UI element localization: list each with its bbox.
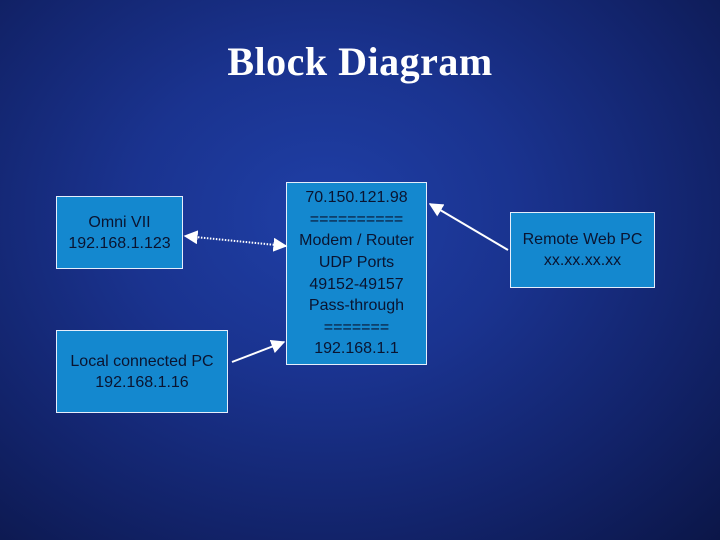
- remote-pc-name: Remote Web PC: [522, 231, 643, 248]
- omni-vii-box: Omni VII 192.168.1.123: [56, 196, 183, 269]
- arrow-router-to-omni: [183, 230, 288, 252]
- router-port-range: 49152-49157: [309, 275, 404, 293]
- router-public-ip: 70.150.121.98: [305, 189, 408, 207]
- remote-web-pc-box: Remote Web PC xx.xx.xx.xx: [510, 212, 655, 288]
- router-name: Modem / Router: [299, 232, 414, 250]
- omni-vii-ip: 192.168.1.123: [68, 234, 171, 252]
- router-separator-bottom: =======: [323, 318, 390, 336]
- local-pc-name: Local connected PC: [70, 352, 214, 370]
- router-udp-label: UDP Ports: [318, 253, 395, 271]
- arrow-remote-to-router: [428, 203, 509, 251]
- slide-title: Block Diagram: [227, 39, 493, 84]
- local-pc-box: Local connected PC 192.168.1.16: [56, 330, 228, 413]
- remote-pc-ip: xx.xx.xx.xx: [543, 252, 622, 269]
- modem-router-box: 70.150.121.98 ========== Modem / Router …: [286, 182, 427, 365]
- local-pc-ip: 192.168.1.16: [95, 373, 189, 391]
- omni-vii-name: Omni VII: [88, 213, 151, 231]
- router-passthrough: Pass-through: [308, 297, 405, 315]
- arrow-local-to-router: [231, 339, 286, 363]
- router-separator-top: ==========: [309, 210, 404, 228]
- router-local-ip: 192.168.1.1: [314, 340, 399, 358]
